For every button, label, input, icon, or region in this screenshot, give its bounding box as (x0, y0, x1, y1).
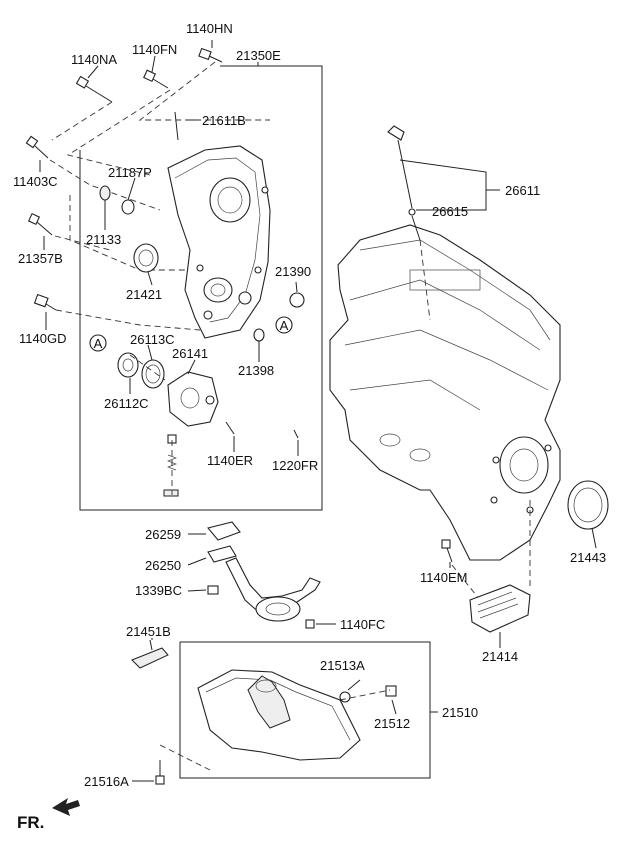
label-1140fn: 1140FN (132, 42, 177, 57)
label-21516a: 21516A (84, 774, 129, 789)
label-21451b: 21451B (126, 624, 171, 639)
relief-valve-parts (163, 434, 179, 497)
drain-plug-21512 (385, 685, 397, 697)
label-1140gd: 1140GD (19, 331, 66, 346)
callout-a-left-text: A (94, 336, 103, 351)
label-26611: 26611 (505, 183, 540, 198)
label-21414: 21414 (482, 649, 518, 664)
bolt-11403c (25, 135, 49, 159)
label-1140na: 1140NA (71, 52, 117, 67)
gasket-26259 (207, 521, 241, 541)
bolt-1140er (225, 421, 235, 435)
label-1339bc: 1339BC (135, 583, 182, 598)
label-1140hn: 1140HN (186, 21, 233, 36)
gasket-21513a (339, 691, 351, 703)
label-21350e: 21350E (236, 48, 281, 63)
bolt-1220fr (293, 429, 299, 439)
oil-screen-26250 (207, 545, 321, 622)
baffle-21451b (131, 647, 169, 669)
ladder-frame-21414 (469, 584, 531, 633)
label-21133: 21133 (86, 232, 121, 247)
label-26250: 26250 (145, 558, 181, 573)
bolt-21357b (27, 212, 53, 236)
label-21187p: 21187P (108, 165, 152, 180)
oil-pump-rotor-26113c (141, 359, 165, 389)
oil-pan-frame (179, 641, 431, 779)
oil-pump-rotor-26112c (117, 352, 139, 378)
dowel-21133 (99, 185, 111, 201)
callout-a-right-text: A (280, 318, 289, 333)
callout-a-right: A (275, 316, 293, 334)
oil-pump-cover-26141 (167, 371, 219, 427)
oring-21398 (253, 328, 265, 342)
label-21510: 21510 (442, 705, 478, 720)
rear-oil-seal-21443 (567, 480, 609, 530)
label-21390: 21390 (275, 264, 311, 279)
engine-block (329, 224, 561, 561)
bolt-1140hn (198, 47, 223, 63)
nut-1339bc (207, 585, 219, 595)
label-1140er: 1140ER (207, 453, 253, 468)
label-26113c: 26113C (130, 332, 175, 347)
bolt-1140gd (33, 293, 57, 311)
label-21513a: 21513A (320, 658, 365, 673)
label-26615: 26615 (432, 204, 468, 219)
label-21443: 21443 (570, 550, 606, 565)
label-21611b: 21611B (202, 113, 246, 128)
callout-a-left: A (89, 334, 107, 352)
label-1140fc: 1140FC (340, 617, 385, 632)
bolt-1140na (75, 75, 113, 103)
dipstick-26611 (387, 125, 421, 241)
bolt-1140fn (143, 69, 169, 89)
timing-chain-cover (167, 145, 271, 339)
front-marker-label: FR. (17, 813, 44, 832)
label-1140em: 1140EM (420, 570, 467, 585)
bolt-1140em (441, 539, 453, 563)
oil-seal-21421 (133, 243, 159, 273)
label-21398: 21398 (238, 363, 274, 378)
plug-21390 (289, 292, 305, 308)
oil-pan-21510 (197, 669, 361, 761)
label-21357b: 21357B (18, 251, 63, 266)
label-1220fr: 1220FR (272, 458, 318, 473)
front-arrow-icon (52, 798, 80, 816)
label-26141: 26141 (172, 346, 208, 361)
bolt-21516a (155, 760, 165, 785)
label-21512: 21512 (374, 716, 410, 731)
bolt-1140fc (305, 619, 315, 629)
timing-cover-frame (79, 65, 323, 511)
label-11403c: 11403C (13, 174, 58, 189)
label-26259: 26259 (145, 527, 181, 542)
seal-21187p (121, 199, 135, 215)
label-26112c: 26112C (104, 396, 149, 411)
label-21421: 21421 (126, 287, 162, 302)
stud-21611b (174, 111, 179, 141)
